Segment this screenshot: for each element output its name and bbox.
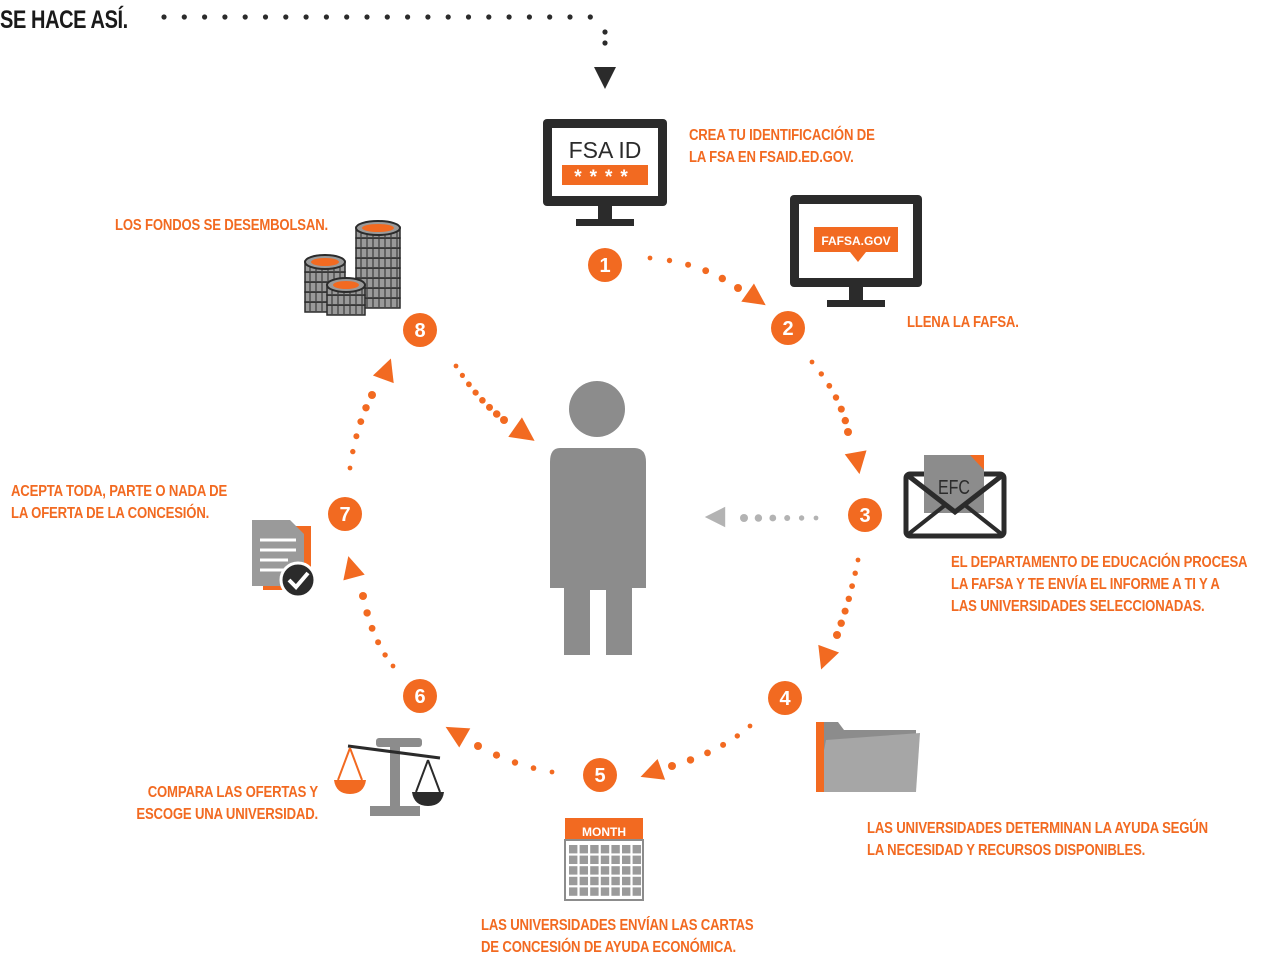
step-5-label: LAS UNIVERSIDADES ENVÍAN LAS CARTAS DE C… bbox=[481, 915, 754, 959]
arrowhead-2-3 bbox=[844, 450, 867, 475]
fsa-id-text: FSA ID bbox=[569, 137, 642, 163]
header-dotted-line bbox=[161, 14, 608, 46]
step-number-3: 3 bbox=[859, 505, 870, 527]
step-badge-5: 5 bbox=[583, 758, 617, 792]
step-2-label: LLENA LA FAFSA. bbox=[907, 312, 1019, 334]
step-4-line-1: LAS UNIVERSIDADES DETERMINAN LA AYUDA SE… bbox=[867, 820, 1208, 837]
connector-5-6 bbox=[474, 742, 555, 775]
step-badge-1: 1 bbox=[588, 248, 622, 282]
step-badge-8: 8 bbox=[403, 313, 437, 347]
step-number-6: 6 bbox=[414, 686, 425, 708]
arrowhead-8-person bbox=[508, 417, 535, 441]
step-6-label: COMPARA LAS OFERTAS Y ESCOGE UNA UNIVERS… bbox=[74, 782, 318, 826]
connector-7-8 bbox=[347, 391, 376, 471]
connector-1-2 bbox=[647, 255, 742, 292]
envelope-efc-icon: EFC bbox=[903, 455, 1007, 539]
step-number-8: 8 bbox=[414, 320, 425, 342]
step-3-label: EL DEPARTAMENTO DE EDUCACIÓN PROCESA LA … bbox=[951, 552, 1248, 618]
arrowhead-4-5 bbox=[640, 758, 666, 780]
document-check-icon bbox=[252, 520, 317, 599]
arrowhead-3-4 bbox=[818, 644, 840, 670]
step-badges: 1 2 3 4 5 6 7 8 bbox=[328, 248, 882, 792]
coins-icon bbox=[304, 220, 401, 316]
connector-3-4 bbox=[833, 557, 861, 639]
step-badge-7: 7 bbox=[328, 497, 362, 531]
step-8-label: LOS FONDOS SE DESEMBOLSAN. bbox=[75, 215, 328, 237]
connector-6-7 bbox=[359, 592, 396, 669]
arrowhead-5-6 bbox=[445, 726, 471, 748]
connector-8-person bbox=[453, 363, 508, 424]
fafsa-url-text: FAFSA.GOV bbox=[821, 234, 890, 248]
step-number-2: 2 bbox=[782, 318, 793, 340]
step-3-line-3: LAS UNIVERSIDADES SELECCIONADAS. bbox=[951, 598, 1205, 615]
step-2-line-1: LLENA LA FAFSA. bbox=[907, 314, 1019, 331]
coin-stack bbox=[326, 277, 366, 316]
step-8-line-1: LOS FONDOS SE DESEMBOLSAN. bbox=[115, 217, 328, 234]
step-1-line-1: CREA TU IDENTIFICACIÓN DE bbox=[689, 127, 875, 144]
dotted-connectors bbox=[161, 14, 861, 775]
calendar-icon: MONTH bbox=[564, 818, 644, 901]
step-number-1: 1 bbox=[599, 255, 610, 277]
step-badge-4: 4 bbox=[768, 681, 802, 715]
step-badge-6: 6 bbox=[403, 679, 437, 713]
step-number-4: 4 bbox=[779, 688, 791, 710]
step-1-label: CREA TU IDENTIFICACIÓN DE LA FSA EN FSAI… bbox=[689, 125, 875, 169]
step-number-7: 7 bbox=[339, 504, 350, 526]
student-person-icon bbox=[550, 381, 646, 655]
computer-fafsa-icon: FAFSA.GOV bbox=[790, 195, 922, 307]
step-badge-2: 2 bbox=[771, 311, 805, 345]
step-7-label: ACEPTA TODA, PARTE O NADA DE LA OFERTA D… bbox=[11, 481, 227, 525]
step-4-label: LAS UNIVERSIDADES DETERMINAN LA AYUDA SE… bbox=[867, 818, 1208, 862]
arrowhead-1-2 bbox=[741, 283, 766, 306]
step-3-line-1: EL DEPARTAMENTO DE EDUCACIÓN PROCESA bbox=[951, 554, 1248, 571]
step-1-line-2: LA FSA EN FSAID.ED.GOV. bbox=[689, 149, 854, 166]
arrowhead-7-8 bbox=[372, 358, 394, 384]
calendar-month-text: MONTH bbox=[582, 825, 626, 839]
coin-stack bbox=[355, 220, 401, 309]
step-number-5: 5 bbox=[594, 765, 605, 787]
page-header: SE HACE ASÍ. bbox=[0, 6, 128, 34]
arrowhead-3-person bbox=[704, 506, 726, 528]
step-3-line-2: LA FAFSA Y TE ENVÍA EL INFORME A TI Y A bbox=[951, 576, 1220, 593]
step-5-line-1: LAS UNIVERSIDADES ENVÍAN LAS CARTAS bbox=[481, 917, 754, 934]
step-6-line-2: ESCOGE UNA UNIVERSIDAD. bbox=[136, 806, 318, 823]
header-arrowhead bbox=[594, 67, 616, 89]
arrowhead-6-7 bbox=[343, 556, 365, 581]
fsa-password-text: **** bbox=[574, 167, 636, 188]
step-4-line-2: LA NECESIDAD Y RECURSOS DISPONIBLES. bbox=[867, 842, 1146, 859]
computer-fsa-id-icon: FSA ID **** bbox=[543, 119, 667, 226]
connector-3-person bbox=[740, 514, 819, 522]
step-7-line-1: ACEPTA TODA, PARTE O NADA DE bbox=[11, 483, 228, 500]
step-badge-3: 3 bbox=[848, 498, 882, 532]
step-7-line-2: LA OFERTA DE LA CONCESIÓN. bbox=[11, 505, 210, 522]
folder-icon bbox=[816, 722, 920, 792]
step-5-line-2: DE CONCESIÓN DE AYUDA ECONÓMICA. bbox=[481, 939, 736, 956]
scale-icon bbox=[334, 738, 444, 816]
connector-4-5 bbox=[668, 723, 753, 770]
step-6-line-1: COMPARA LAS OFERTAS Y bbox=[147, 784, 318, 801]
arrowheads bbox=[343, 67, 867, 780]
connector-2-3 bbox=[809, 359, 852, 436]
efc-text: EFC bbox=[938, 476, 970, 498]
